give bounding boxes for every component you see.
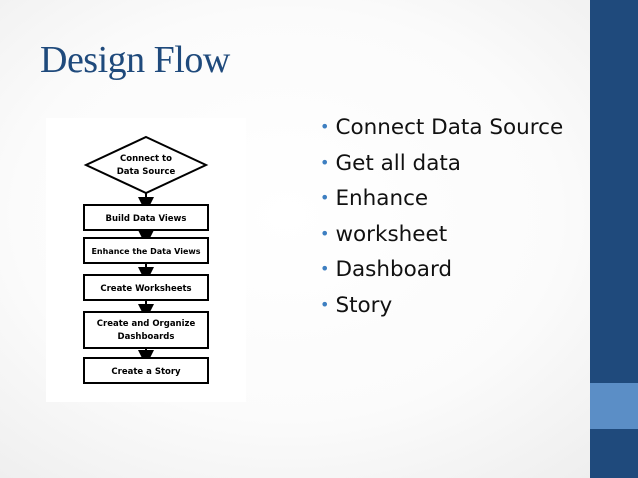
bullet-item: •Story <box>320 290 563 326</box>
start-label-line-2: Data Source <box>117 167 176 177</box>
bullet-item: • Enhance <box>320 183 563 219</box>
step-label-create-dashboards-line-2: Dashboards <box>118 332 175 342</box>
step-label-create-story: Create a Story <box>111 367 181 377</box>
slide-title: Design Flow <box>40 39 230 81</box>
bullet-icon: • <box>320 152 330 172</box>
bullet-item: •worksheet <box>320 219 563 255</box>
step-box-create-dashboards <box>83 311 209 349</box>
step-label-create-dashboards-line-1: Create and Organize <box>97 319 196 329</box>
bullet-icon: • <box>320 223 330 243</box>
bullet-icon: • <box>320 294 330 314</box>
step-box-create-worksheets <box>83 274 209 301</box>
step-label-build-data-views: Build Data Views <box>106 214 187 224</box>
bullet-item: • Dashboard <box>320 254 563 290</box>
bullet-text: Enhance <box>335 186 429 211</box>
bullet-icon: • <box>320 188 330 207</box>
step-box-create-story <box>83 357 209 384</box>
bullet-list: •Connect Data Source •Get all data •Enha… <box>320 112 563 325</box>
step-label-create-worksheets: Create Worksheets <box>100 284 191 294</box>
step-box-build-data-views <box>83 204 209 231</box>
bullet-text: Connect Data Source <box>335 115 564 140</box>
bullet-icon: • <box>320 259 330 278</box>
bullet-text: Get all data <box>335 150 461 176</box>
start-label-line-1: Connect to <box>120 154 172 164</box>
step-label-enhance-data-views: Enhance the Data Views <box>91 247 200 256</box>
bullet-item: • Connect Data Source <box>320 112 563 148</box>
sidebar-accent-light <box>590 383 638 429</box>
bullet-text: Dashboard <box>335 257 453 282</box>
start-diamond <box>83 135 209 195</box>
bullet-icon: • <box>320 117 330 136</box>
bullet-text: Story <box>335 292 393 318</box>
bullet-item: •Get all data <box>320 148 563 184</box>
bullet-text: worksheet <box>335 221 448 247</box>
